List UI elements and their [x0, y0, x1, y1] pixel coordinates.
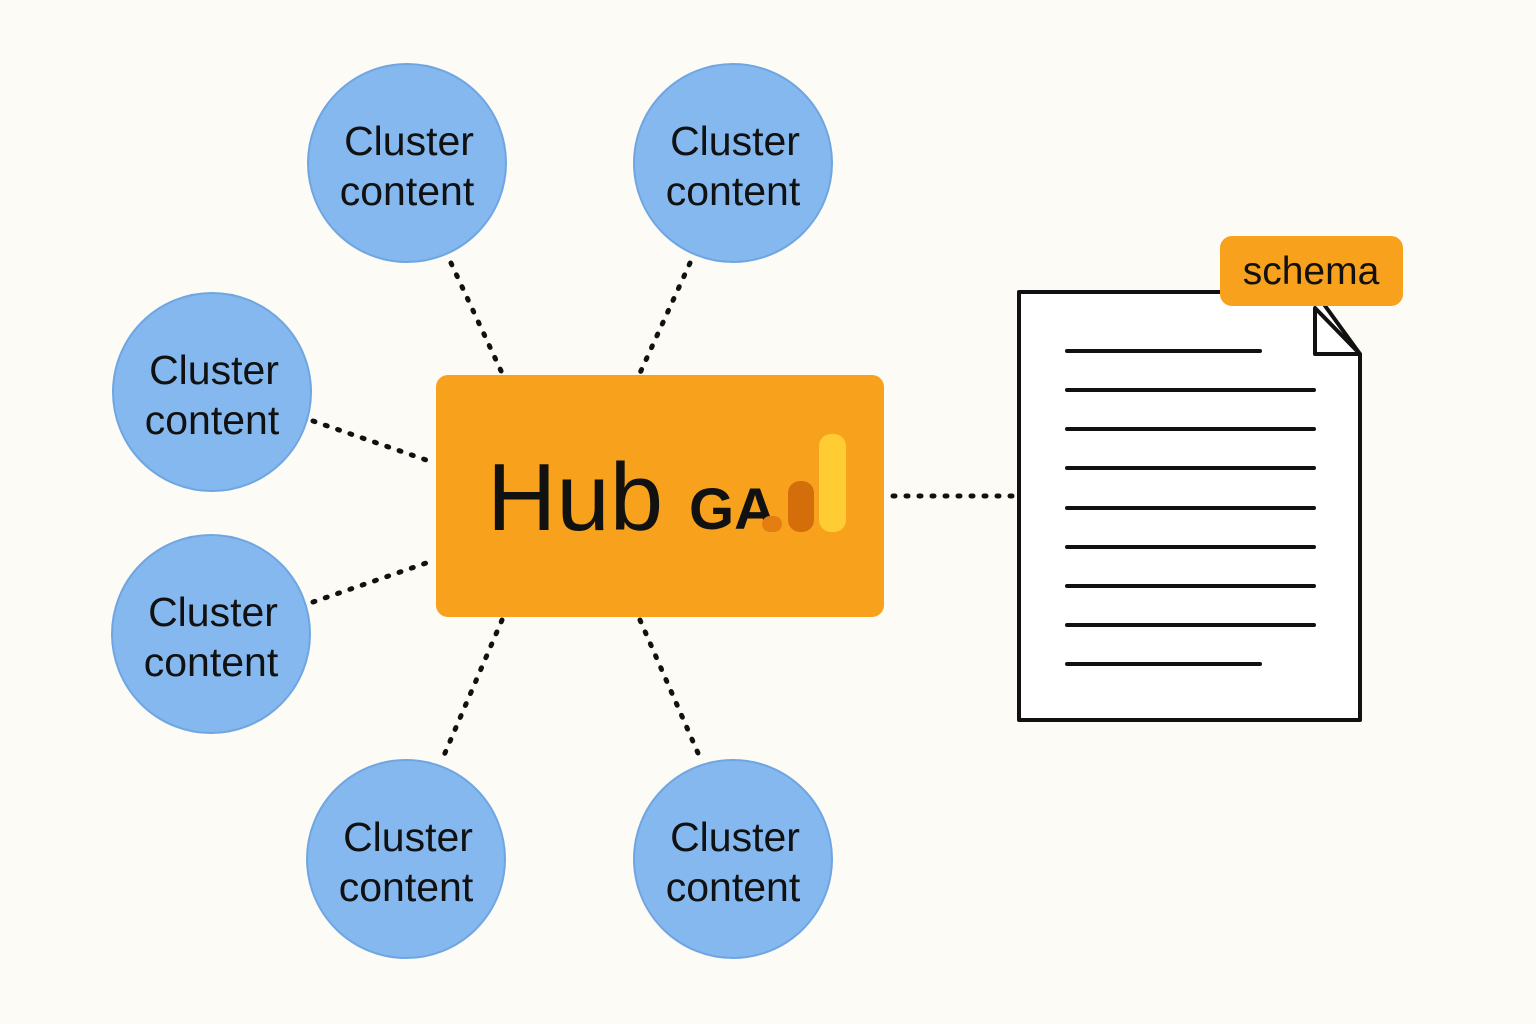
hub-box	[436, 375, 884, 617]
hub-node: Hub GA	[436, 375, 884, 617]
schema-badge: schema	[1220, 236, 1403, 306]
cluster-label-line2: content	[144, 639, 279, 685]
cluster-label-line1: Cluster	[149, 347, 279, 393]
schema-badge-label: schema	[1243, 250, 1380, 293]
analytics-bar-mid	[788, 481, 814, 532]
connector-hub-cluster-top-right	[637, 260, 693, 376]
cluster-label-line1: Cluster	[343, 814, 473, 860]
cluster-label-line2: content	[339, 864, 474, 910]
cluster-node-top-left: Cluster content	[307, 63, 507, 263]
analytics-bars-icon	[762, 434, 846, 532]
cluster-circle	[307, 63, 507, 263]
cluster-circle	[633, 759, 833, 959]
connector-hub-cluster-top-left	[448, 260, 505, 376]
connector-hub-cluster-mid-left-upper	[310, 418, 438, 466]
cluster-circle	[111, 534, 311, 734]
cluster-circle	[633, 63, 833, 263]
cluster-label-line2: content	[145, 397, 280, 443]
cluster-node-top-right: Cluster content	[633, 63, 833, 263]
cluster-circle	[112, 292, 312, 492]
connectors	[310, 260, 1018, 763]
cluster-node-mid-left-upper: Cluster content	[112, 292, 312, 492]
cluster-circle	[306, 759, 506, 959]
cluster-label-line2: content	[666, 168, 801, 214]
analytics-bar-small	[762, 516, 782, 532]
schema-badge-box	[1220, 236, 1403, 306]
analytics-bar-tall	[819, 434, 846, 532]
cluster-node-mid-left-lower: Cluster content	[111, 534, 311, 734]
document-text-lines	[1065, 349, 1316, 666]
connector-hub-cluster-bottom-left	[439, 617, 505, 763]
connector-hub-cluster-mid-left-lower	[310, 557, 438, 605]
cluster-label-line2: content	[666, 864, 801, 910]
ga-logo-text: GA	[689, 477, 776, 542]
cluster-label-line1: Cluster	[670, 814, 800, 860]
cluster-node-bottom-right: Cluster content	[633, 759, 833, 959]
document-icon: schema	[1017, 236, 1403, 722]
connector-hub-cluster-bottom-right	[637, 617, 704, 763]
hub-label: Hub	[487, 444, 663, 551]
cluster-label-line1: Cluster	[148, 589, 278, 635]
cluster-label-line1: Cluster	[670, 118, 800, 164]
cluster-label-line1: Cluster	[344, 118, 474, 164]
cluster-label-line2: content	[340, 168, 475, 214]
cluster-node-bottom-left: Cluster content	[306, 759, 506, 959]
document-fold	[1313, 306, 1362, 356]
